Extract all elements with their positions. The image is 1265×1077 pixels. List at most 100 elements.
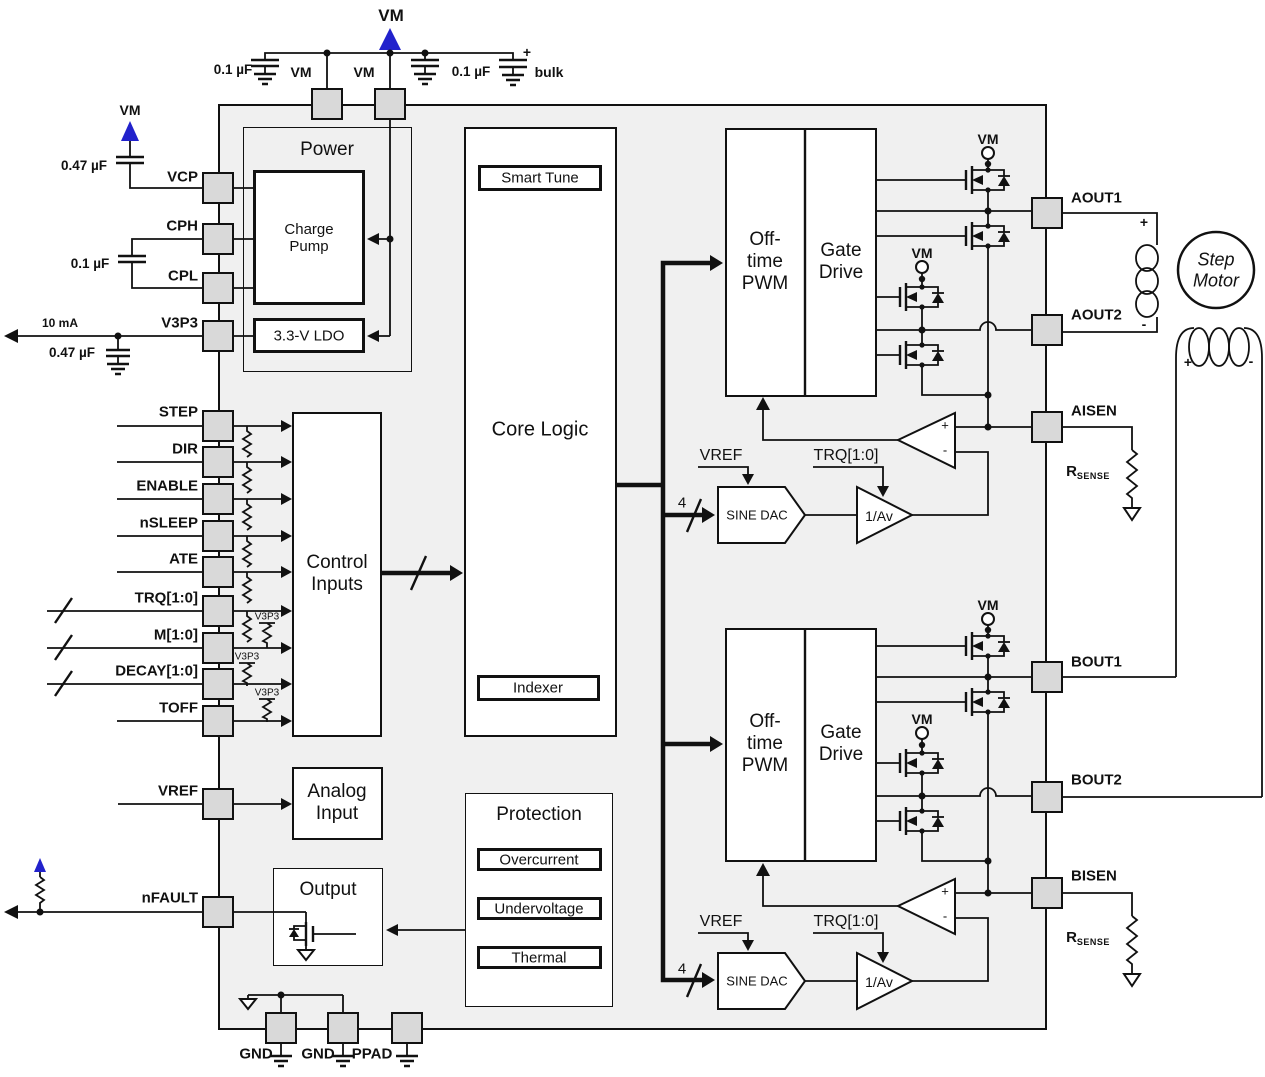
indexer-label: Indexer: [512, 679, 564, 697]
vm-node-label: VM: [977, 596, 999, 613]
core-logic-trunk-bus: [617, 255, 723, 998]
package-pins: [202, 88, 1063, 1044]
output-block-title: Output: [299, 879, 357, 901]
v3p3-network: [4, 329, 203, 376]
power-block: [243, 127, 412, 372]
vref-signal-label: VREF: [699, 446, 743, 464]
bulk-cap-label: bulk: [534, 63, 564, 80]
pin-label-vcp: VCP: [167, 168, 198, 186]
signal-ground-icon: [1122, 507, 1142, 522]
comparator-minus-label: -: [942, 442, 948, 458]
pin-ppad: [391, 1012, 423, 1044]
arrow-up-icon: [756, 863, 770, 876]
ground-icon: [270, 1054, 418, 1068]
arrow-down-icon: [742, 474, 754, 485]
ground-icon: [107, 362, 129, 376]
bus-slash-icon: [409, 555, 428, 591]
pin-bout2: [1031, 781, 1063, 813]
pin-label-bisen: BISEN: [1071, 867, 1117, 885]
pin-cpl: [202, 272, 234, 304]
control-inputs-block: [292, 412, 382, 737]
nfault-output-fet: [289, 912, 465, 962]
coil-polarity-minus: -: [1248, 352, 1254, 369]
power-internal-wiring: [233, 119, 394, 342]
pin-label-decay: DECAY[1:0]: [115, 662, 198, 680]
protection-title: Protection: [496, 804, 582, 826]
arrow-down-icon: [742, 940, 754, 951]
sine-dac-icon: [717, 952, 807, 1010]
current-comparator-icon: [895, 877, 956, 936]
pin-vm-1: [311, 88, 343, 120]
pullup-supply-arrow-icon: [34, 858, 46, 872]
pin-label-m: M[1:0]: [153, 626, 198, 644]
comparator-minus-label: -: [942, 908, 948, 924]
pin-nsleep: [202, 520, 234, 552]
overcurrent-block: [477, 848, 602, 871]
v3p3-rail-label: V3P3: [234, 651, 260, 663]
pin-vm-2: [374, 88, 406, 120]
pin-vcp: [202, 172, 234, 204]
vm-pin2-label: VM: [353, 63, 375, 80]
indexer-block: [477, 675, 600, 701]
pin-label-vref: VREF: [157, 782, 198, 800]
pin-cph: [202, 223, 234, 255]
h-bridge-a: [698, 128, 1032, 545]
signal-ground-icon: [295, 949, 317, 962]
coil-polarity-plus: +: [1183, 353, 1193, 370]
signal-ground-icon: [1122, 973, 1142, 988]
undervoltage-block: [477, 897, 602, 920]
pullup-resistor-icon: [239, 622, 275, 722]
pin-label-nsleep: nSLEEP: [139, 514, 198, 532]
bus-slash-icon: [685, 498, 703, 998]
capacitor-plates-icon: [106, 348, 130, 358]
pin-nfault: [202, 896, 234, 928]
control-core-bus: [382, 555, 463, 591]
pin-enable: [202, 483, 234, 515]
core-logic-block: [464, 127, 617, 737]
motor-and-sense-network: [1062, 212, 1263, 988]
pin-aout2: [1031, 314, 1063, 346]
pulldown-resistor-icon: [241, 426, 253, 643]
vm-node-label: VM: [911, 244, 933, 261]
sine-dac-label: SINE DAC: [726, 973, 788, 989]
vm-supply-label: VM: [119, 101, 141, 118]
h-bridge-b: [698, 612, 1032, 1011]
bus-width-label: 4: [677, 494, 687, 512]
pin-m: [202, 632, 234, 664]
pin-label-ppad: PPAD: [351, 1045, 393, 1063]
pin-label-aout1: AOUT1: [1071, 189, 1122, 207]
pin-label-trq: TRQ[1:0]: [134, 589, 198, 607]
smart-tune-label: Smart Tune: [501, 169, 579, 187]
arrow-down-icon: [877, 486, 889, 497]
cap-value-label: 0.1 µF: [70, 256, 110, 272]
pin-v3p3: [202, 320, 234, 352]
gain-amp-label: 1/Av: [865, 507, 893, 524]
trq-signal-label: TRQ[1:0]: [813, 446, 879, 464]
arrow-left-icon: [4, 329, 18, 343]
cap-value-label: 0.1 µF: [451, 64, 491, 80]
pin-aisen: [1031, 411, 1063, 443]
pin-vref: [202, 788, 234, 820]
vcp-network: [116, 121, 203, 289]
power-block-title: Power: [300, 139, 354, 161]
vm-node-label: VM: [977, 130, 999, 147]
overcurrent-label: Overcurrent: [499, 851, 579, 869]
undervoltage-label: Undervoltage: [494, 900, 584, 918]
pin-label-dir: DIR: [172, 440, 198, 458]
bulk-plus-label: +: [522, 43, 532, 60]
pin-decay: [202, 668, 234, 700]
wire-hop: [877, 321, 1032, 331]
comparator-plus-label: +: [941, 417, 949, 433]
bus-width-label: 4: [677, 960, 687, 978]
pullup-resistor-icon: [34, 876, 46, 912]
pin-label-ate: ATE: [169, 550, 198, 568]
wire-hop: [877, 787, 1032, 797]
pin-dir: [202, 446, 234, 478]
coil-polarity-plus: +: [1139, 213, 1149, 230]
